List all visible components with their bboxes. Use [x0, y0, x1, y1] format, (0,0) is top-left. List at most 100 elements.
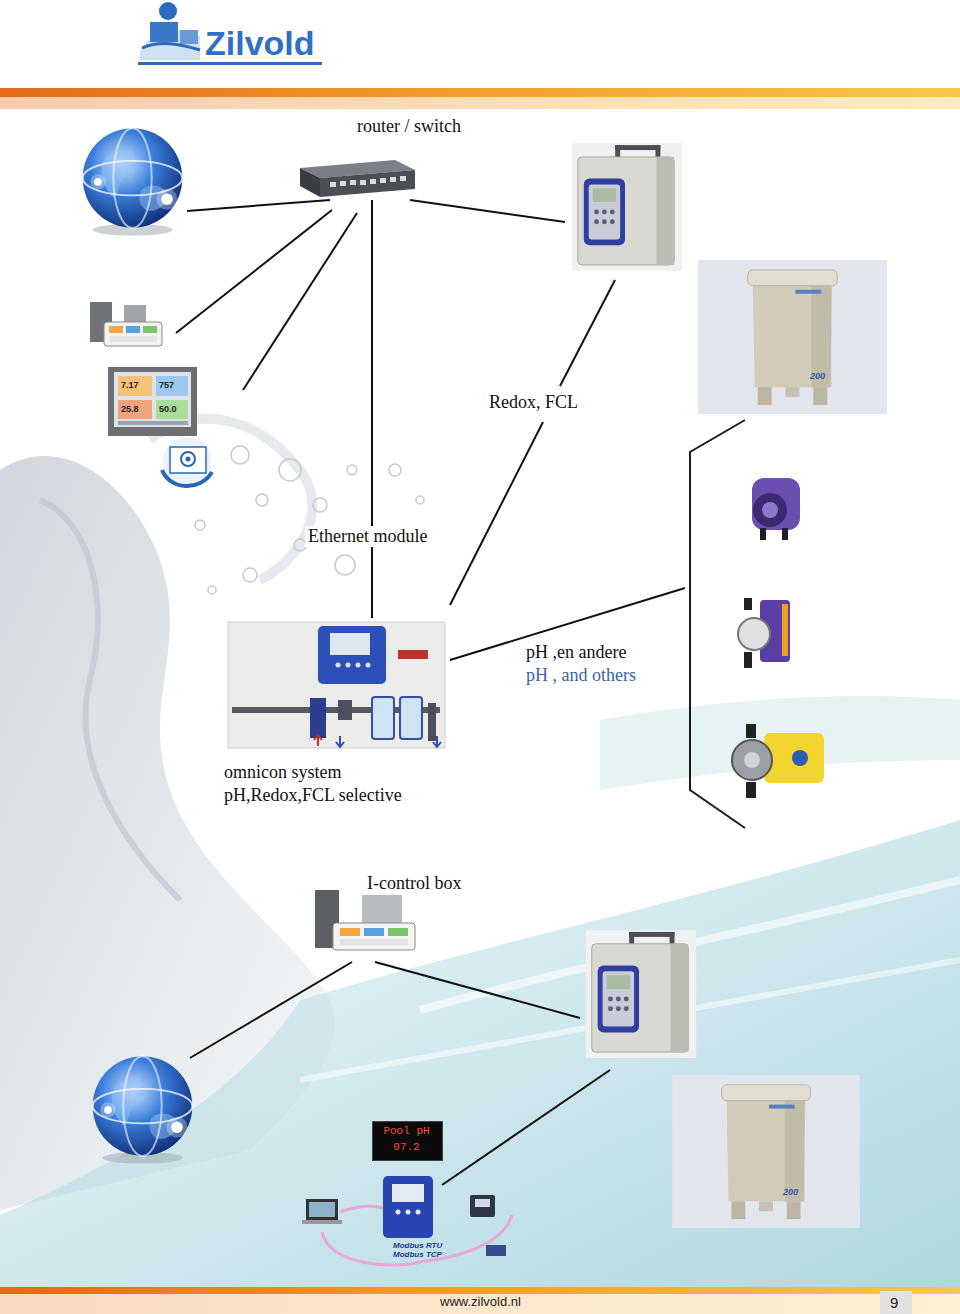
hmi-panel-part — [118, 421, 188, 425]
tank-images-part — [698, 260, 887, 414]
controller-box-images — [572, 143, 696, 1058]
modbus-network — [302, 1176, 512, 1265]
display-value: 07.2 — [373, 1141, 440, 1153]
modbus-network-part — [396, 1210, 401, 1215]
omnicon-panel-part — [433, 736, 441, 747]
bubbles-part — [279, 459, 301, 481]
omnicon-panel-part — [330, 633, 370, 655]
link-label: Redox, FCL — [486, 392, 581, 413]
network-switch-part-part — [390, 177, 396, 182]
modbus-network-part — [470, 1195, 495, 1217]
footer-bar-part — [0, 1294, 960, 1314]
water-splash-left-part — [40, 500, 180, 900]
email-icon-part — [186, 457, 191, 462]
modbus-network-part — [340, 1206, 383, 1212]
omnicon-panel-part — [428, 703, 436, 741]
icontrol-box-image-part — [364, 928, 384, 936]
screen-value: 50.0 — [159, 404, 177, 414]
logo-part — [142, 44, 200, 50]
bubbles-part — [256, 494, 268, 506]
network-lines-part — [560, 280, 615, 386]
omnicon-panel-part — [356, 663, 361, 668]
bubbles-part — [208, 586, 216, 594]
network-lines — [176, 200, 685, 1185]
dosing-pumps-part — [782, 604, 788, 656]
dosing-pumps-part — [752, 478, 800, 530]
screen-value: 7.17 — [121, 380, 139, 390]
icontrol-box-image-part — [333, 923, 415, 950]
network-lines-part — [187, 200, 330, 211]
logo-part — [150, 22, 178, 42]
network-switch — [300, 160, 415, 197]
protocol-label: Modbus RTU Modbus TCP — [393, 1241, 447, 1259]
network-lines-part — [442, 1070, 610, 1185]
link-label: pH , and others — [526, 665, 636, 686]
hmi-panel-part — [156, 400, 188, 419]
network-switch-part-part — [400, 176, 406, 181]
water-wave-right — [0, 696, 960, 1290]
icontrol-box-image-part — [340, 939, 408, 945]
hmi-panel — [108, 367, 197, 436]
modbus-network-part — [475, 1199, 490, 1207]
omnicon-panel-part — [228, 622, 445, 748]
omnicon-panel-part — [336, 663, 341, 668]
omnicon-panel-part — [338, 700, 352, 720]
omnicon-panel-part — [318, 626, 386, 684]
screen-value: 757 — [159, 380, 174, 390]
tank-images-part — [672, 1075, 860, 1228]
tank-number: 200 — [810, 371, 825, 381]
omnicon-panel-part — [398, 650, 428, 659]
network-lines-part — [450, 422, 543, 605]
modbus-network-part — [416, 1210, 421, 1215]
globe-icons — [83, 128, 193, 1163]
dosing-pumps-part — [732, 740, 772, 780]
icontrol-box-image — [315, 890, 415, 950]
node-label: I-control box — [367, 873, 461, 894]
bubbles-part — [243, 568, 257, 582]
omnicon-node: omnicon system pH,Redox,FCL selective — [222, 618, 454, 810]
network-switch-part-part — [380, 178, 386, 183]
tablet-group — [90, 302, 162, 346]
hmi-panel-part — [156, 376, 188, 396]
node-label: omnicon system pH,Redox,FCL selective — [224, 761, 424, 807]
dosing-pumps — [732, 478, 824, 798]
header-bar — [0, 88, 960, 109]
modbus-network-part — [383, 1176, 433, 1238]
dosing-pumps-part — [744, 752, 760, 768]
footer-bar-part — [880, 1291, 912, 1314]
header-bar-part — [0, 97, 960, 109]
modbus-network-part — [486, 1245, 506, 1256]
omnicon-panel-part — [336, 736, 344, 747]
dosing-pumps-part — [782, 528, 788, 540]
footer-url: www.zilvold.nl — [440, 1294, 521, 1309]
bubbles-part — [313, 498, 327, 512]
dosing-pumps-part — [762, 502, 778, 518]
controller-box-images-part — [572, 143, 682, 271]
dosing-pumps-part — [753, 493, 787, 527]
omnicon-panel-part — [346, 663, 351, 668]
bubbles-part — [231, 446, 249, 464]
tank-number: 200 — [783, 1187, 798, 1197]
network-switch-part — [330, 176, 406, 187]
network-switch-part-part — [370, 179, 376, 184]
icontrol-box-image-part — [388, 928, 408, 936]
modbus-network-part — [306, 1199, 338, 1220]
bubbles-part — [335, 555, 355, 575]
display-text: Pool pH — [373, 1125, 440, 1137]
tablet-group-part — [109, 326, 123, 333]
network-switch-part-part — [340, 181, 346, 186]
tablet-group-part — [143, 326, 157, 333]
tablet-group-part — [104, 322, 162, 346]
network-switch-part-part — [330, 182, 336, 187]
network-switch-part — [320, 170, 415, 197]
network-switch-part — [300, 168, 320, 197]
icontrol-node: I-control box — [305, 870, 475, 954]
omnicon-panel — [228, 622, 445, 748]
bubbles-part — [389, 464, 401, 476]
dosing-pumps-part — [746, 782, 756, 798]
water-wave-right-part — [0, 820, 960, 1290]
network-lines-part — [410, 200, 565, 222]
